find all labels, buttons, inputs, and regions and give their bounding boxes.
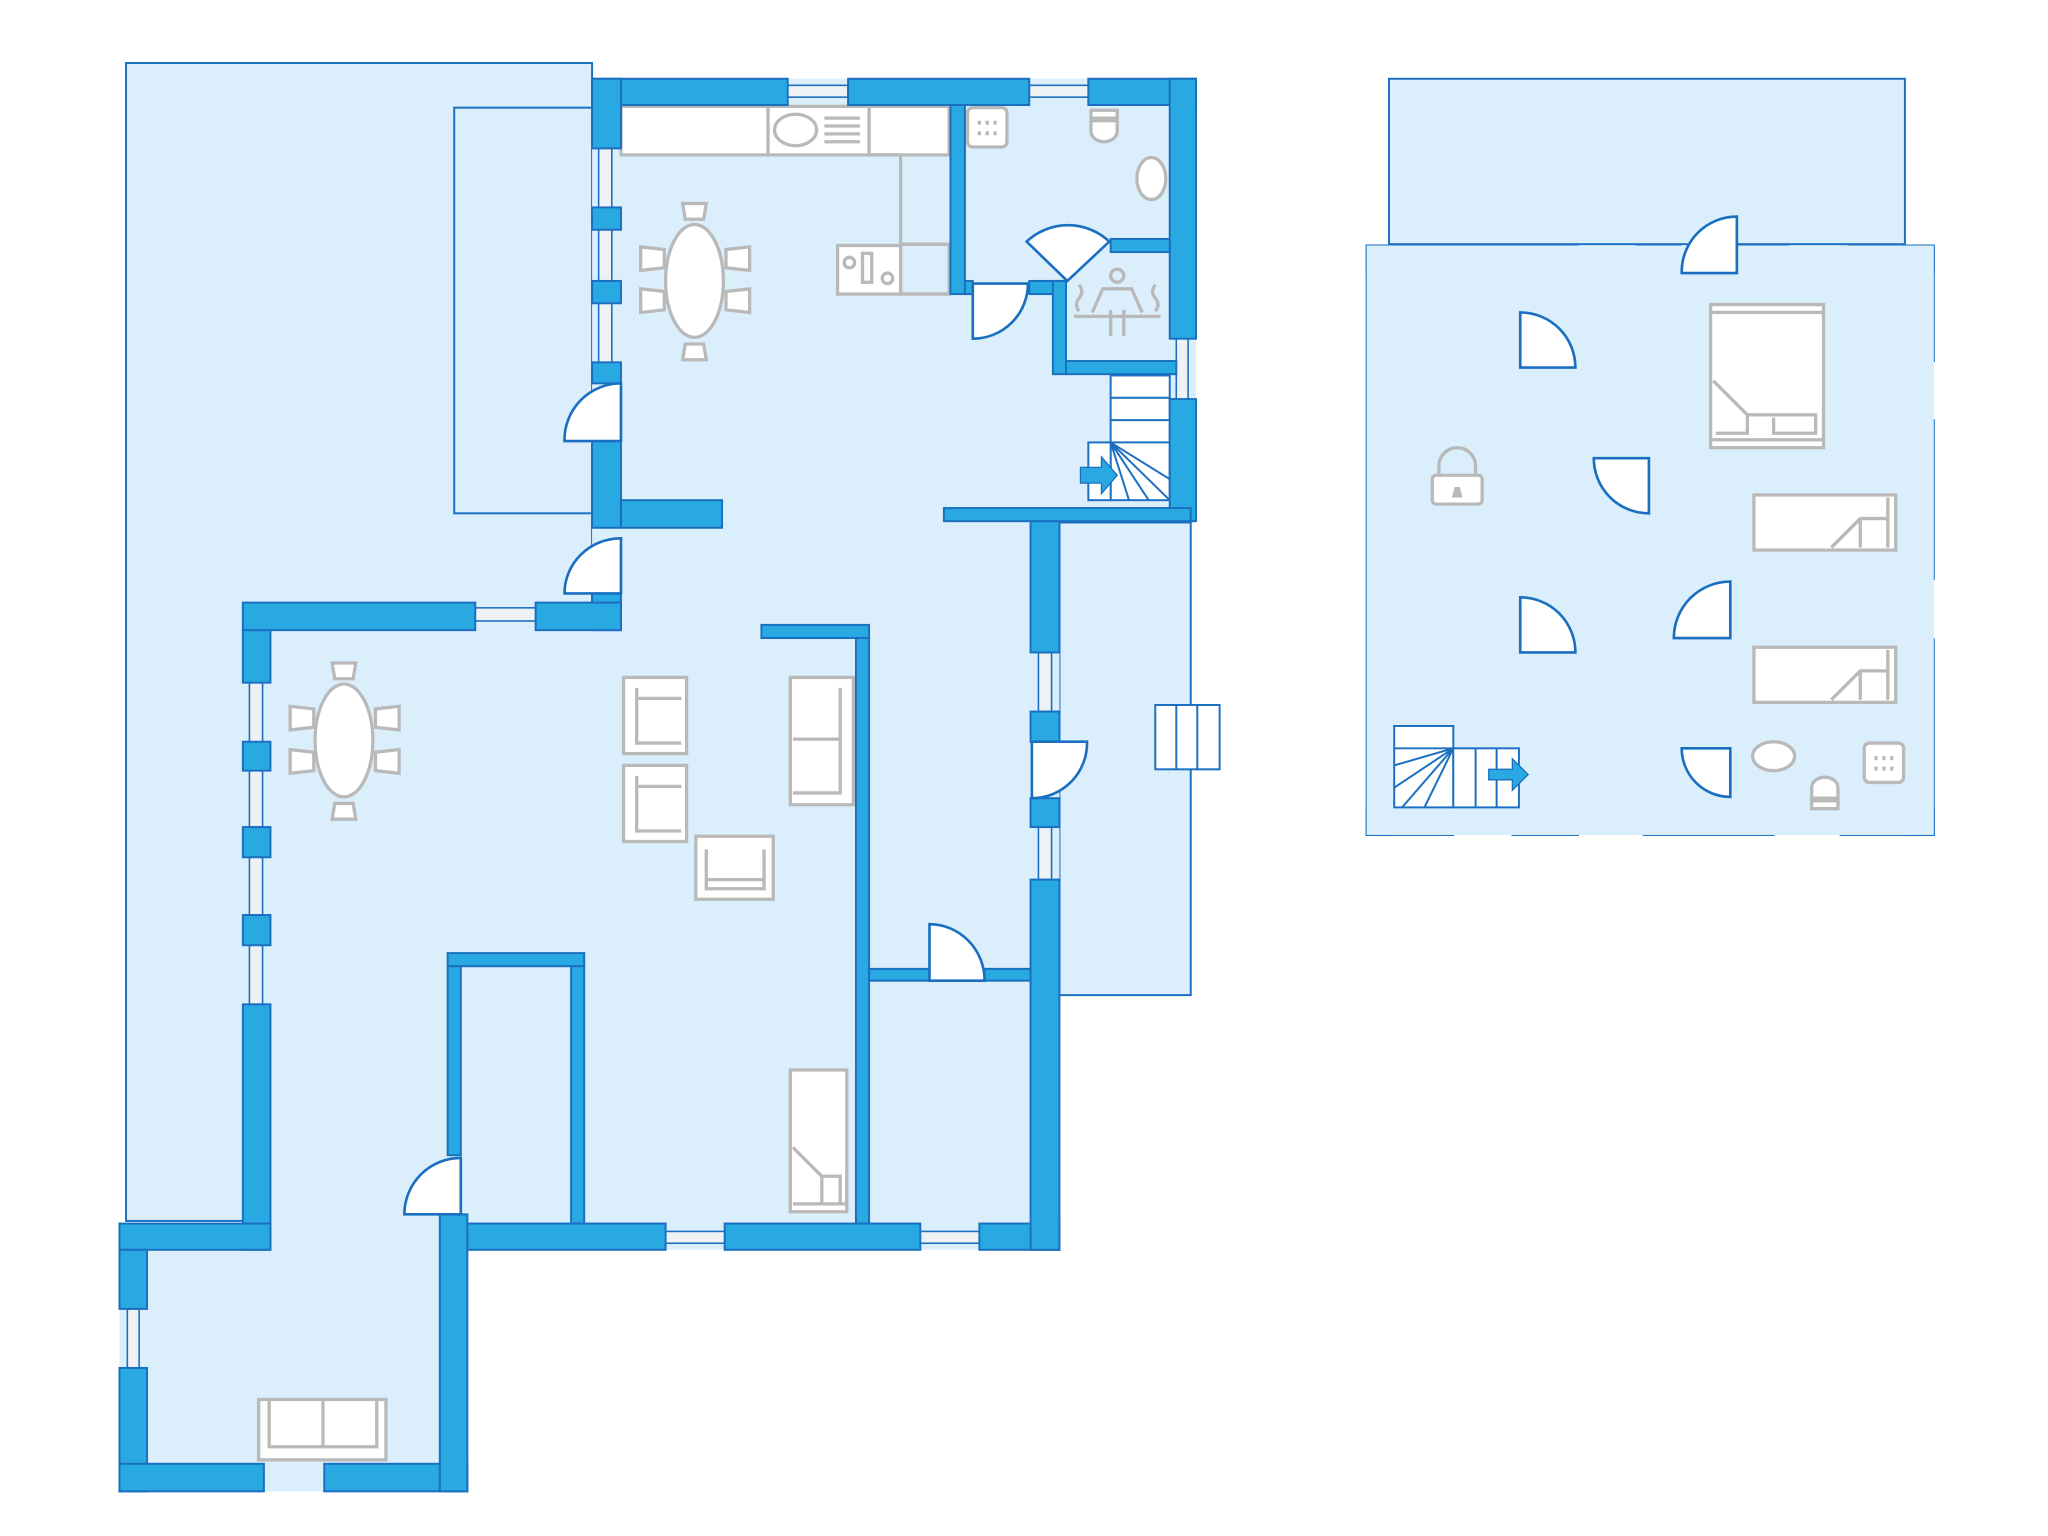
sofa-icon [788, 675, 855, 807]
door-icon[interactable] [1518, 215, 1739, 799]
wall-segment [118, 1248, 149, 1310]
window-pane [597, 147, 613, 209]
wall-segment [118, 1462, 265, 1493]
wall-segment [1051, 279, 1067, 376]
armchair-icon [694, 834, 775, 901]
armchair-icon [621, 763, 689, 844]
wall-segment [1029, 878, 1061, 1251]
sauna-icon [1073, 267, 1161, 337]
wall-segment [1065, 360, 1178, 376]
wall-segment [570, 965, 586, 1225]
single-bed-icon [1752, 645, 1898, 704]
wall-segment [446, 952, 586, 968]
washbasin-icon [1750, 740, 1797, 773]
wall-segment [241, 601, 477, 632]
wall-segment [760, 623, 871, 640]
window-pane [248, 856, 264, 916]
wall-segment [466, 1222, 667, 1251]
window-pane [474, 607, 537, 622]
wall-segment [591, 279, 622, 305]
double-bed-icon [1708, 302, 1826, 450]
wall-segment [446, 965, 462, 1157]
sink-icon [772, 112, 860, 148]
window-pane [597, 302, 613, 364]
window-pane [1037, 651, 1053, 713]
wall-segment [1168, 398, 1197, 523]
wall-segment [619, 499, 724, 529]
terrace-inner [453, 106, 594, 515]
wall-segment [983, 967, 1032, 982]
wall-segment [534, 601, 622, 632]
window-pane [248, 944, 264, 1006]
single-bed-icon [788, 1068, 849, 1214]
window-pane [664, 1230, 726, 1245]
wall-segment [241, 1003, 272, 1251]
wall-segment [591, 361, 622, 385]
wall-segment [723, 1222, 922, 1251]
window-pane [1028, 84, 1090, 98]
wall-segment [942, 507, 1192, 523]
stairs-up-arrow-icon [1079, 455, 1119, 496]
wall-segment [241, 914, 272, 947]
window-pane [248, 681, 264, 743]
wall-segment [1029, 797, 1061, 829]
wall-segment [241, 629, 272, 684]
wall-segment [1109, 237, 1171, 254]
ground-floor [118, 62, 1935, 1493]
wall-segment [868, 967, 931, 982]
outdoor-steps [1154, 704, 1221, 771]
wall-segment [591, 77, 789, 107]
stove-icon [835, 243, 903, 296]
single-bed-icon [1752, 493, 1898, 552]
wall-segment [591, 77, 622, 150]
wall-segment [241, 740, 272, 772]
armchair-icon [621, 675, 689, 756]
staircase-icon [1087, 374, 1171, 502]
wall-segment [241, 826, 272, 859]
wall-segment [591, 206, 622, 231]
washbasin-icon [1135, 155, 1168, 202]
wall-segment [1168, 77, 1197, 340]
wall-segment [847, 77, 1031, 107]
window-pane [248, 769, 264, 828]
window-pane [126, 1308, 140, 1369]
shower-icon [1862, 741, 1906, 785]
wall-segment [118, 1222, 272, 1251]
door-icon[interactable] [403, 223, 1112, 1216]
dining-table-icon [288, 661, 401, 821]
stairs-up-arrow-icon [1488, 757, 1530, 792]
wall-segment [949, 104, 966, 296]
balcony [1387, 77, 1906, 246]
window-pane [1175, 337, 1189, 400]
dining-table-icon [639, 201, 752, 362]
toilet-icon [1810, 775, 1840, 811]
sofa-icon [256, 1397, 388, 1462]
window-pane [919, 1230, 981, 1245]
wall-segment [854, 637, 871, 1225]
lock-icon [1430, 446, 1484, 506]
window-pane [1037, 826, 1053, 881]
wall-segment [1029, 520, 1061, 654]
upper-floor [1366, 77, 1934, 835]
window-pane [786, 84, 849, 98]
shower-icon [965, 106, 1009, 149]
wall-segment [438, 1213, 469, 1493]
toilet-icon [1089, 108, 1119, 144]
wall-segment [1029, 710, 1061, 743]
window-pane [597, 228, 613, 282]
wall-segment [591, 440, 622, 529]
